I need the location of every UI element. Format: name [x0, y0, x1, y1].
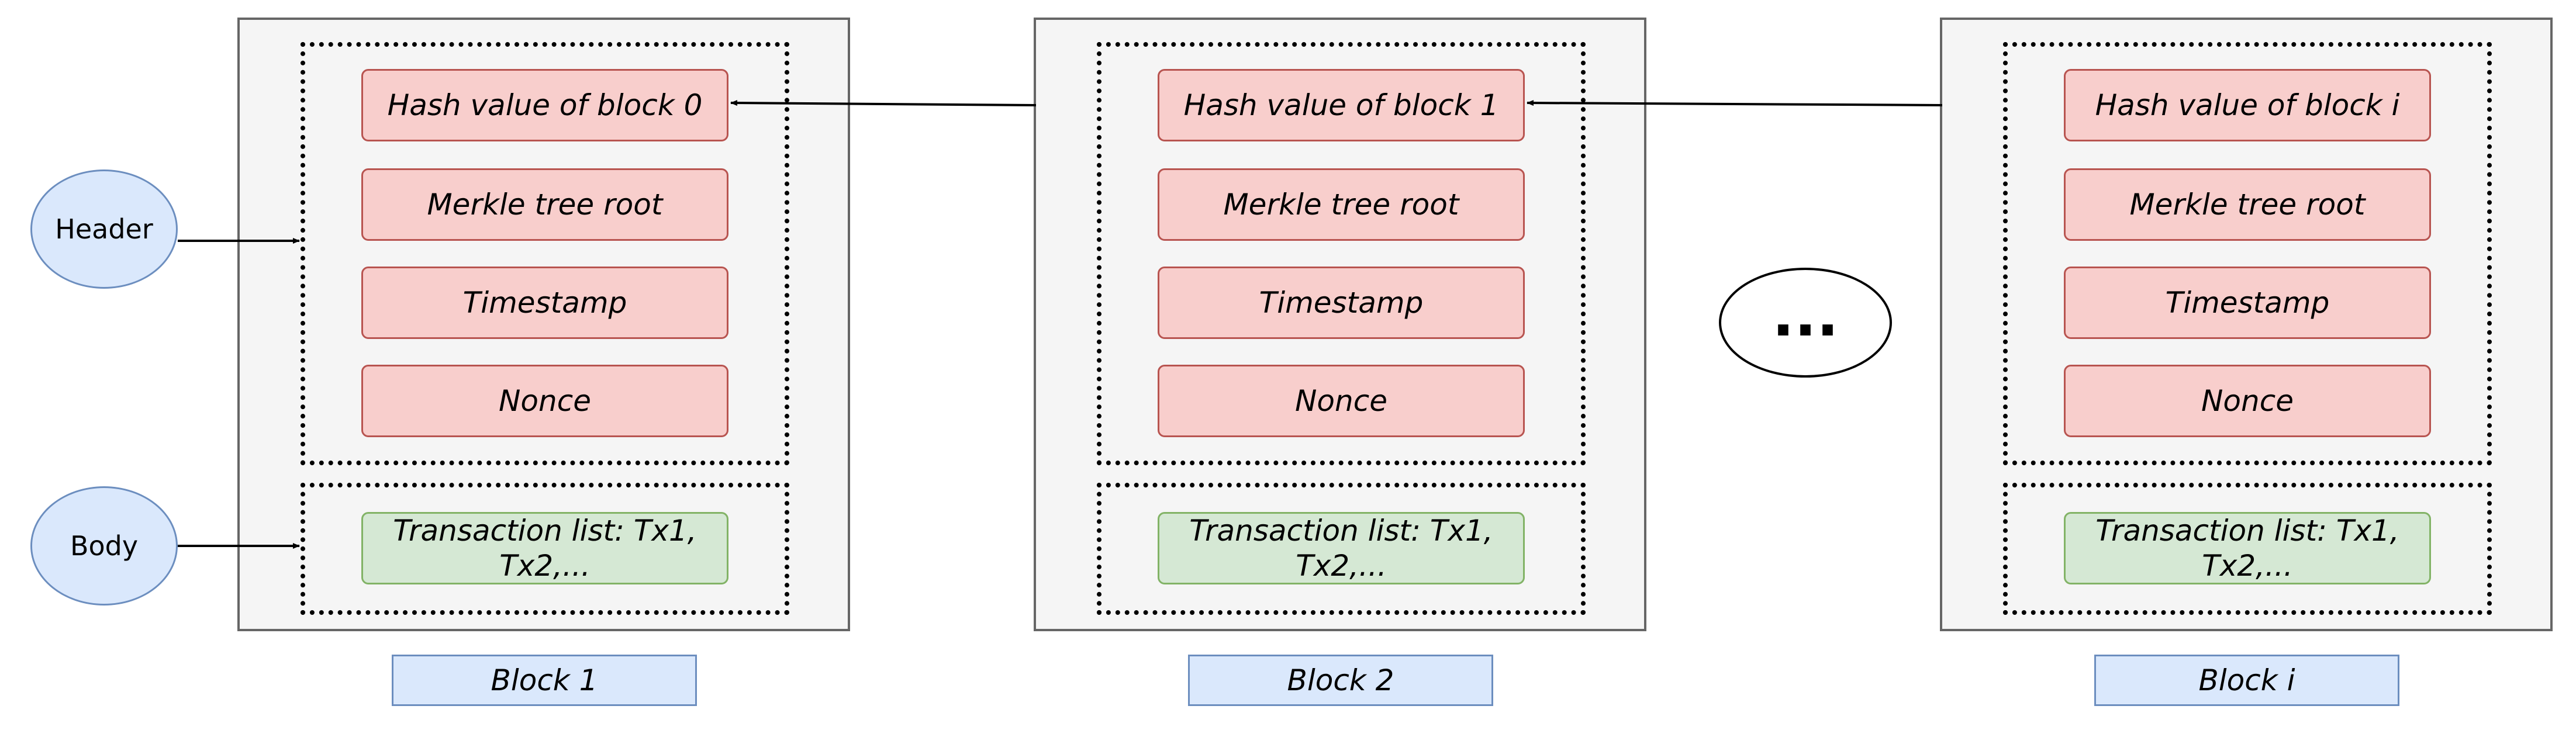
header-label: Header [30, 169, 178, 289]
block-header-region [2003, 42, 2492, 465]
timestamp-field: Timestamp [1158, 267, 1525, 339]
body-label: Body [30, 486, 178, 606]
previous-hash-field: Hash value of block 1 [1158, 69, 1525, 141]
block-2: Hash value of block 1 Merkle tree root T… [1034, 18, 1646, 631]
block-body-region [2003, 483, 2492, 615]
merkle-root-field: Merkle tree root [2064, 168, 2431, 241]
block-body-region [301, 483, 789, 615]
timestamp-field: Timestamp [361, 267, 728, 339]
block-header-region [1097, 42, 1586, 465]
merkle-root-field: Merkle tree root [1158, 168, 1525, 241]
previous-hash-field: Hash value of block i [2064, 69, 2431, 141]
transaction-list-field: Transaction list: Tx1, Tx2,... [361, 512, 728, 584]
block-1: Hash value of block 0 Merkle tree root T… [237, 18, 850, 631]
block-2-caption: Block 2 [1188, 655, 1493, 706]
nonce-field: Nonce [2064, 365, 2431, 437]
merkle-root-field: Merkle tree root [361, 168, 728, 241]
nonce-field: Nonce [361, 365, 728, 437]
more-blocks-ellipsis: ... [1719, 268, 1892, 378]
block-header-region [301, 42, 789, 465]
nonce-field: Nonce [1158, 365, 1525, 437]
timestamp-field: Timestamp [2064, 267, 2431, 339]
block-1-caption: Block 1 [392, 655, 697, 706]
block-body-region [1097, 483, 1586, 615]
block-i: Hash value of block i Merkle tree root T… [1940, 18, 2553, 631]
previous-hash-field: Hash value of block 0 [361, 69, 728, 141]
block-i-caption: Block i [2094, 655, 2399, 706]
transaction-list-field: Transaction list: Tx1, Tx2,... [1158, 512, 1525, 584]
transaction-list-field: Transaction list: Tx1, Tx2,... [2064, 512, 2431, 584]
